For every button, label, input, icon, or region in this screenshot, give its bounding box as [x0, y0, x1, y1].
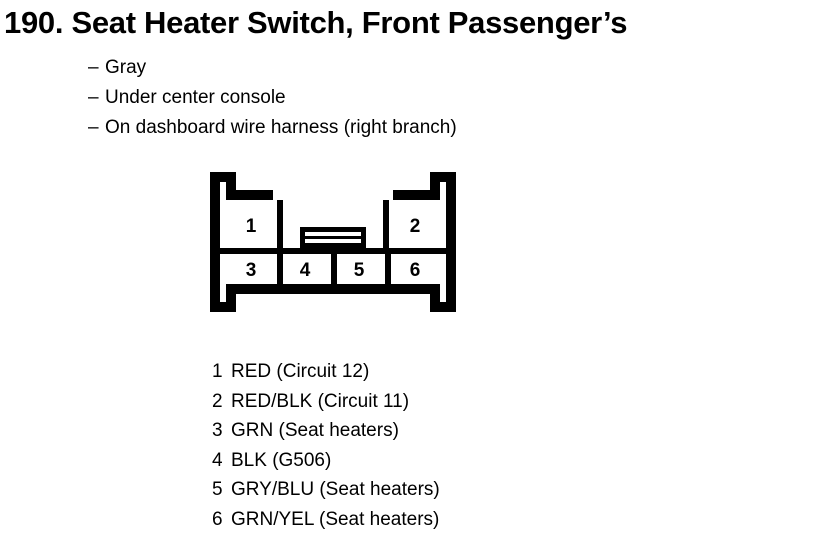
legend-pin-number: 2	[212, 390, 223, 412]
attribute-list: – Gray – Under center console – On dashb…	[88, 53, 457, 143]
pin-number-2: 2	[410, 216, 421, 237]
dash-bullet-icon: –	[88, 87, 99, 108]
attribute-text: On dashboard wire harness (right branch)	[105, 117, 457, 138]
pin-number-5: 5	[354, 260, 365, 281]
cell-divider-bottom-1	[277, 254, 283, 285]
legend-pin-number: 5	[212, 479, 223, 500]
legend-row: 1 RED (Circuit 12)	[212, 357, 440, 387]
locking-tab-slit-lower	[305, 239, 361, 243]
cell-divider-top-right	[383, 200, 389, 249]
pin-number-6: 6	[410, 260, 421, 281]
legend-pin-description: BLK (G506)	[231, 449, 332, 471]
row-divider	[220, 248, 446, 254]
pin-legend: 1 RED (Circuit 12) 2 RED/BLK (Circuit 11…	[212, 357, 440, 534]
attribute-text: Gray	[105, 57, 147, 78]
legend-row: 5 GRY/BLU (Seat heaters)	[212, 475, 440, 505]
locking-tab	[300, 227, 366, 249]
attribute-item-color: – Gray	[88, 53, 457, 83]
legend-pin-number: 1	[212, 361, 223, 382]
legend-row: 4 BLK (G506)	[212, 446, 440, 476]
attribute-item-harness: – On dashboard wire harness (right branc…	[88, 113, 457, 143]
cell-divider-bottom-2	[331, 254, 337, 285]
pin-number-3: 3	[246, 260, 257, 281]
legend-row: 3 GRN (Seat heaters)	[212, 416, 440, 446]
legend-pin-description: RED (Circuit 12)	[231, 361, 370, 382]
legend-pin-description: GRN (Seat heaters)	[231, 420, 399, 441]
dash-bullet-icon: –	[88, 57, 99, 78]
locking-tab-body	[300, 227, 366, 249]
legend-pin-number: 3	[212, 420, 223, 441]
legend-row: 6 GRN/YEL (Seat heaters)	[212, 505, 440, 535]
legend-pin-description: GRN/YEL (Seat heaters)	[231, 508, 440, 530]
legend-pin-number: 6	[212, 508, 223, 530]
cell-divider-bottom-3	[385, 254, 391, 285]
attribute-item-location: – Under center console	[88, 83, 457, 113]
legend-pin-number: 4	[212, 449, 223, 471]
dash-bullet-icon: –	[88, 117, 99, 138]
pin-number-1: 1	[246, 216, 257, 237]
connector-diagram: 1 2 3 4 5 6	[210, 172, 456, 331]
cell-divider-top-left	[277, 200, 283, 249]
pin-number-4: 4	[300, 260, 311, 281]
legend-pin-description: RED/BLK (Circuit 11)	[231, 390, 410, 412]
connector-outline-svg: 1 2 3 4 5 6	[210, 172, 456, 312]
attribute-text: Under center console	[105, 87, 286, 108]
legend-pin-description: GRY/BLU (Seat heaters)	[231, 479, 440, 500]
locking-tab-slit-upper	[305, 232, 361, 236]
legend-row: 2 RED/BLK (Circuit 11)	[212, 387, 440, 417]
page-title: 190. Seat Heater Switch, Front Passenger…	[4, 5, 628, 40]
